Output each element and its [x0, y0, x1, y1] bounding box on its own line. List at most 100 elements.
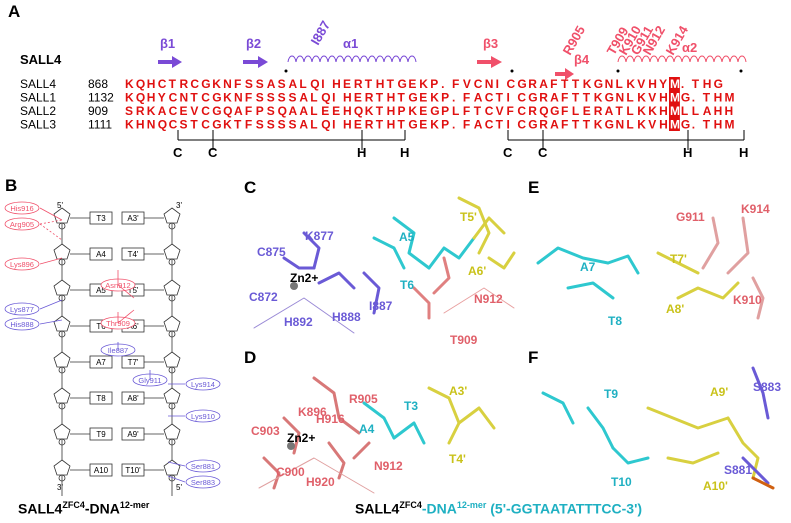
alignment-residue: Q: [539, 104, 548, 118]
structure-label: T5': [460, 210, 477, 224]
alignment-residue: R: [365, 91, 374, 105]
structure-label: A7: [580, 260, 596, 274]
alignment-residue: P: [441, 104, 449, 118]
alignment-residue: A: [158, 104, 167, 118]
base-label: T6: [96, 322, 106, 331]
zinc-letter: C: [538, 145, 548, 160]
caption-b: SALL4ZFC4-DNA12-mer: [18, 500, 149, 517]
structure-label: T6: [400, 278, 414, 292]
alignment-residue: S: [245, 77, 253, 91]
alignment-residue: I: [507, 91, 510, 105]
alignment-residue: G: [550, 104, 559, 118]
stick-model: [258, 376, 496, 494]
residue-ellipse: [4, 317, 40, 331]
alignment-residue: Q: [278, 104, 287, 118]
alignment-residue: P: [430, 77, 438, 91]
alignment-residue: L: [572, 104, 579, 118]
residue-label: Ser881: [191, 462, 215, 471]
base-label: A3': [127, 214, 139, 223]
alignment-residue: L: [626, 118, 633, 132]
alignment-residue: E: [408, 77, 416, 91]
alignment-residue: R: [539, 118, 548, 132]
alignment-residue: N: [485, 77, 494, 91]
alignment-residue: .: [452, 118, 455, 132]
structure-panel-d: R905K896C903H916C900H920N912T3A4A3'T4'Zn…: [251, 376, 496, 494]
alignment-residue: N: [223, 77, 232, 91]
alignment-residue: G: [430, 104, 439, 118]
residue-label: Lys896: [10, 260, 34, 269]
alignment-residue: E: [354, 91, 362, 105]
alignment-residue: T: [365, 77, 373, 91]
alignment-residue: S: [289, 118, 297, 132]
alignment-residue: F: [507, 104, 514, 118]
alignment-residue: A: [267, 77, 276, 91]
alignment-residue: E: [343, 77, 351, 91]
alignment-residue: M: [670, 118, 680, 132]
alignment-residue: F: [561, 104, 568, 118]
ss-beta3-arrow: [477, 56, 502, 68]
alignment-residue: S: [256, 77, 264, 91]
alignment-residue: S: [278, 77, 286, 91]
alignment-residue: N: [234, 91, 243, 105]
alignment-residue: K: [626, 77, 635, 91]
alignment-residue: T: [496, 91, 504, 105]
alignment-residue: K: [594, 118, 603, 132]
alignment-row-start: 909: [88, 104, 108, 118]
caption-b-sup2: 12-mer: [119, 500, 150, 510]
alignment-residue: T: [572, 91, 580, 105]
structure-label: T8: [608, 314, 622, 328]
residue-label: His916: [10, 204, 33, 213]
alignment-residue: S: [278, 118, 286, 132]
alignment-residue: A: [299, 91, 308, 105]
ss-beta3-label: β3: [483, 36, 498, 51]
base-label: A7: [96, 358, 106, 367]
alignment-residue: E: [419, 104, 427, 118]
alignment-residue: K: [147, 104, 156, 118]
ss-alpha2-label: α2: [682, 40, 697, 55]
structure-label: A5: [399, 230, 415, 244]
ss-beta4-label: β4: [574, 52, 590, 67]
structure-label: T7': [670, 252, 687, 266]
alignment-residue: S: [267, 118, 275, 132]
alignment-residue: H: [387, 118, 396, 132]
structure-label: S881: [724, 463, 752, 477]
alignment-residue: L: [681, 104, 688, 118]
alignment-residue: E: [332, 104, 340, 118]
residue-label: Lys877: [10, 305, 34, 314]
alignment-residue: C: [169, 118, 178, 132]
structure-label: N912: [474, 292, 503, 306]
end-label: 5': [57, 201, 63, 210]
alignment-residue: G: [408, 91, 417, 105]
alignment-residue: H: [648, 77, 657, 91]
structure-label: A6': [468, 264, 486, 278]
contact-lines: [39, 207, 135, 324]
alignment-residue: N: [616, 118, 625, 132]
alignment-residue: L: [310, 104, 317, 118]
alignment-residue: K: [408, 104, 417, 118]
alignment-residue: A: [539, 77, 548, 91]
alignment-residue: N: [180, 91, 189, 105]
base-label: T8: [96, 394, 106, 403]
alignment-residue: T: [496, 118, 504, 132]
alignment-residue: A: [605, 104, 614, 118]
structure-label: T4': [449, 452, 466, 466]
residue-ellipse: [4, 201, 40, 215]
alignment-residue: I: [332, 91, 335, 105]
alignment-row-start: 868: [88, 77, 108, 91]
alignment-residue: F: [234, 77, 241, 91]
alignment-residue: V: [648, 118, 656, 132]
alignment-residue: A: [474, 91, 483, 105]
alignment-residue: K: [648, 104, 657, 118]
structure-label: T3: [404, 399, 418, 413]
base-label: T5': [128, 286, 139, 295]
alignment-residue: S: [125, 104, 133, 118]
alignment-residue: F: [452, 77, 459, 91]
alignment-residue: K: [125, 77, 134, 91]
alignment-residue: T: [234, 118, 242, 132]
base-label: A10: [94, 466, 109, 475]
alignment-residue: P: [256, 104, 264, 118]
alignment-residue: T: [169, 77, 177, 91]
alignment-residue: R: [354, 77, 363, 91]
alignment-residue: C: [517, 118, 526, 132]
